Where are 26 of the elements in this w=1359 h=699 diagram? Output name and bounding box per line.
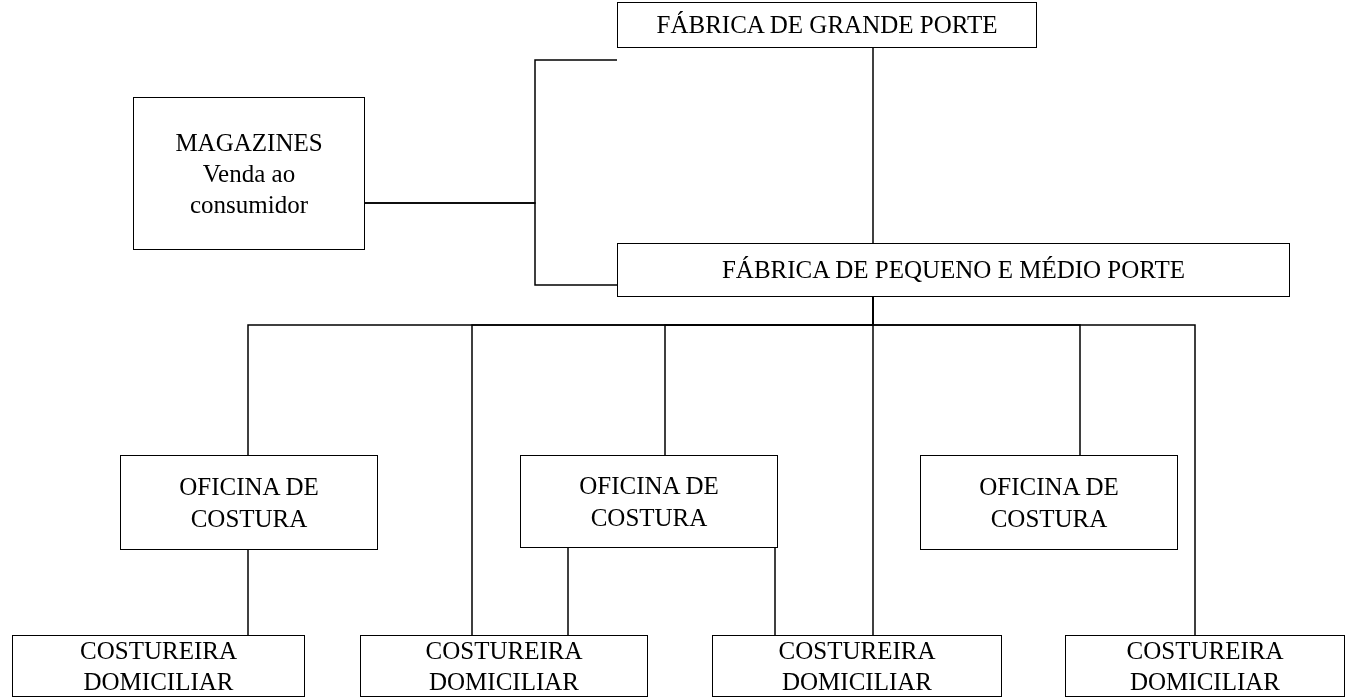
box-title: COSTUREIRA DOMICILIAR	[777, 635, 937, 697]
box-title: OFICINA DE COSTURA	[178, 472, 320, 534]
connector-line	[247, 549, 249, 636]
connector-line	[872, 47, 874, 244]
org-box	[520, 455, 778, 548]
org-box	[617, 2, 1037, 48]
org-box	[360, 635, 648, 697]
box-title: OFICINA DE COSTURA	[978, 472, 1120, 534]
box-title: FÁBRICA DE GRANDE PORTE	[656, 10, 998, 41]
box-title: MAGAZINES	[175, 127, 323, 158]
box-title: COSTUREIRA DOMICILIAR	[1125, 635, 1285, 697]
org-box	[120, 455, 378, 550]
org-box	[1065, 635, 1345, 697]
org-box	[133, 97, 365, 250]
box-title: COSTUREIRA DOMICILIAR	[424, 635, 584, 697]
org-box	[617, 243, 1290, 297]
box-title: COSTUREIRA DOMICILIAR	[79, 635, 238, 697]
org-box	[920, 455, 1178, 550]
box-title: OFICINA DE COSTURA	[578, 471, 720, 533]
connector-line	[364, 202, 618, 286]
connector-line	[567, 547, 569, 636]
box-title: FÁBRICA DE PEQUENO E MÉDIO PORTE	[721, 255, 1186, 286]
box-subtitle: Venda ao consumidor	[188, 158, 309, 221]
org-box	[712, 635, 1002, 697]
connector-line	[774, 547, 776, 636]
org-box	[12, 635, 305, 697]
